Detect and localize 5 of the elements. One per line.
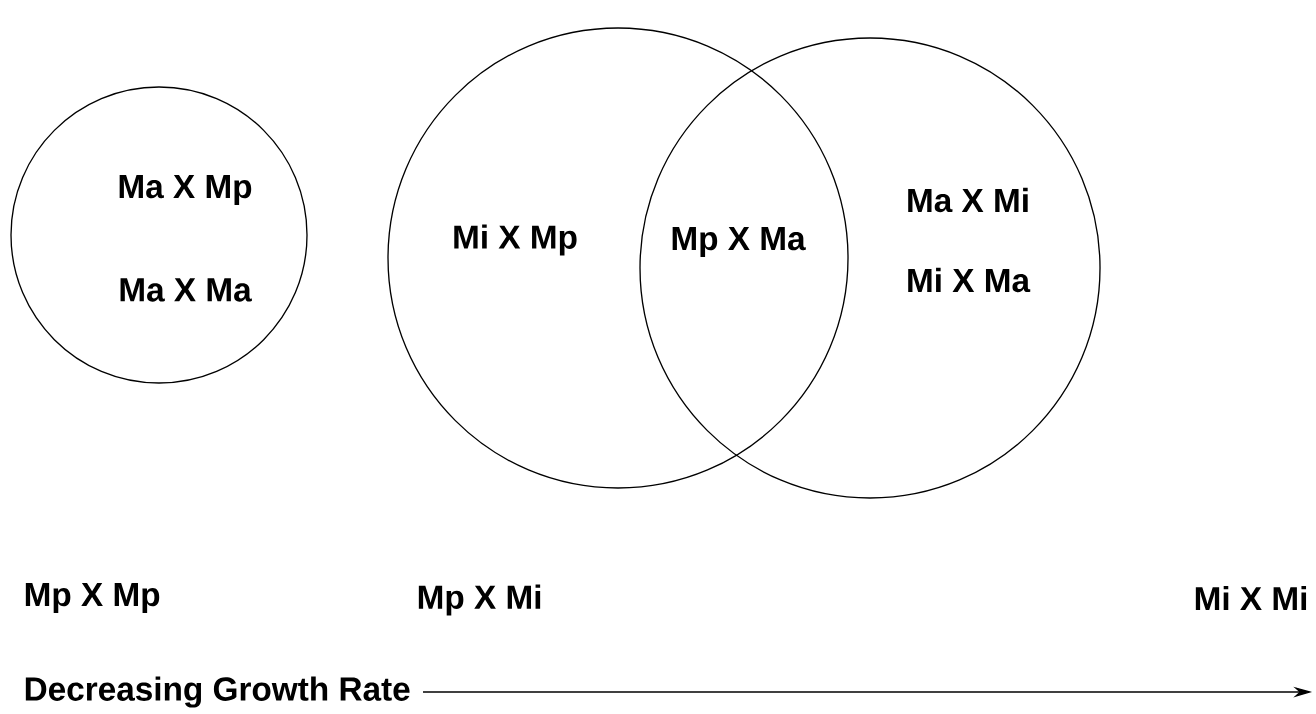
cross-label: Mp X Mp <box>25 583 160 613</box>
cross-label: Mp X Ma <box>672 227 806 257</box>
cross-label: Mi X Mi <box>1195 585 1307 611</box>
cross-label: Mp X Mi <box>418 584 541 616</box>
axis-label: Decreasing Growth Rate <box>25 676 410 708</box>
